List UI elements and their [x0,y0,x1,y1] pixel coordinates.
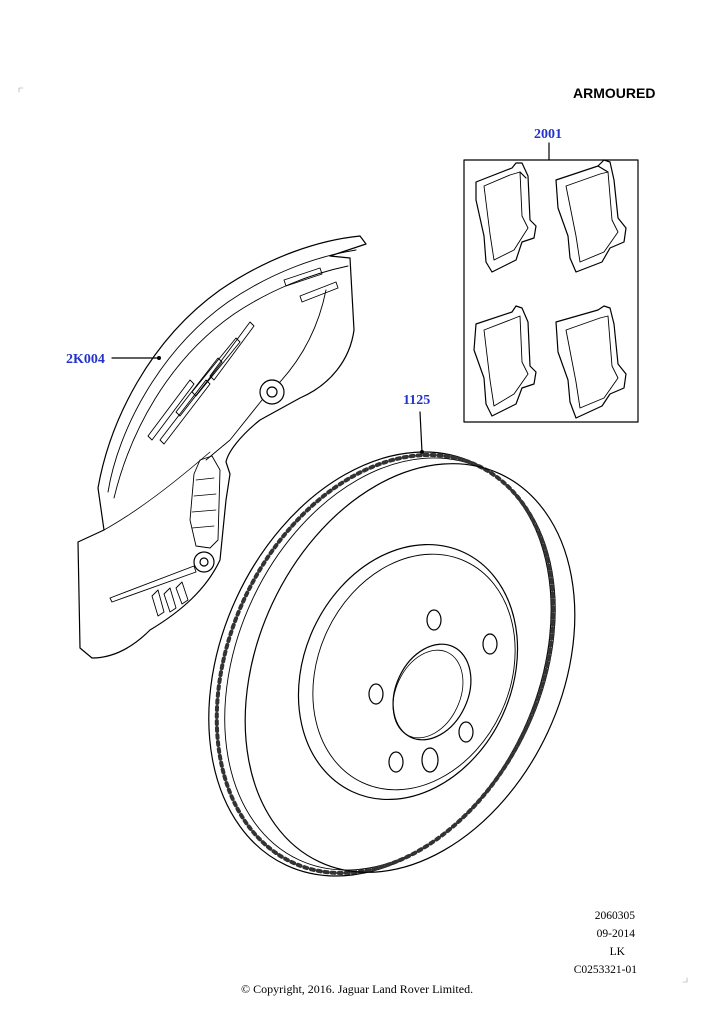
pads-box [464,160,638,422]
brake-disc [143,396,638,932]
brake-pad [556,306,626,418]
drawing-initials: LK [609,946,625,958]
brake-pad [476,163,536,272]
stud-holes [369,610,497,772]
brake-splash-shield [78,236,366,658]
corner-marks [19,88,687,982]
callout-brake-disc[interactable]: 1125 [403,393,431,408]
copyright-notice: © Copyright, 2016. Jaguar Land Rover Lim… [241,982,474,996]
drawing-date: 09-2014 [596,928,635,940]
callout-splash-shield[interactable]: 2K004 [66,352,105,367]
brake-pad [556,160,626,272]
disc-leader-line [420,412,422,452]
drawing-info: 2060305 09-2014 LK C0253321-01 [573,907,637,979]
brake-pad [474,306,536,416]
callout-brake-pads[interactable]: 2001 [534,127,562,142]
drawing-reference: C0253321-01 [573,964,637,976]
variant-label: ARMOURED [573,85,656,101]
drawing-number: 2060305 [594,910,635,922]
brake-pads-set [464,143,638,422]
